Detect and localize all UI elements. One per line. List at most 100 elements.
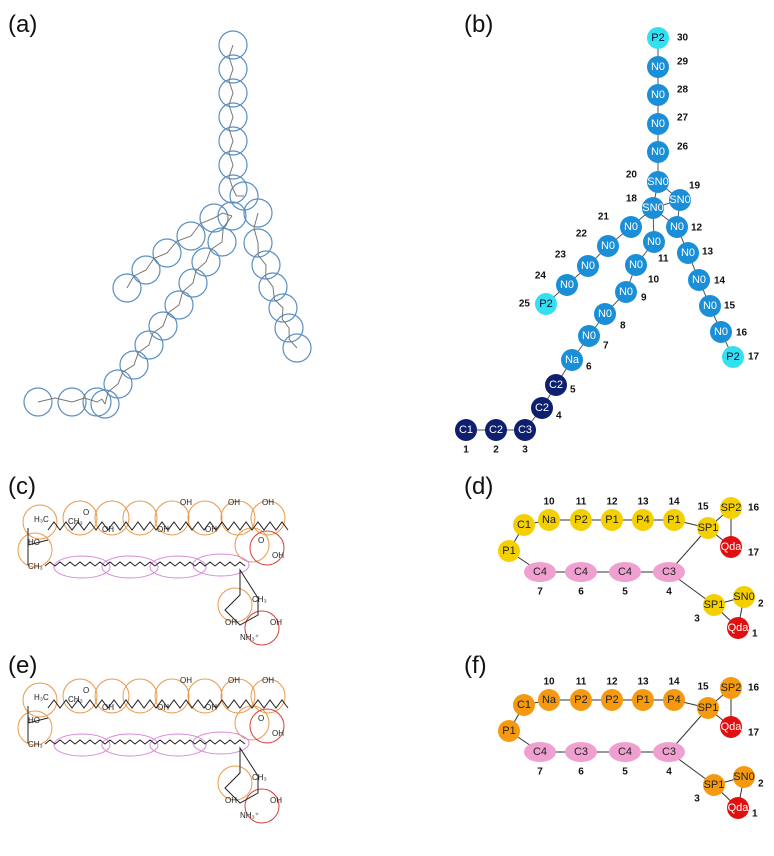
cg-mapping-circle	[207, 227, 237, 257]
bead-index-label: 12	[606, 677, 618, 688]
atom-label: CH₃	[28, 562, 43, 571]
bead-type-label: C3	[662, 566, 676, 578]
bead-type-label: SN0	[647, 176, 668, 188]
bead-type-label: N0	[681, 247, 695, 259]
cg-mapping-circle	[94, 500, 130, 536]
cg-bead	[455, 419, 477, 441]
bead-index-label: 4	[556, 411, 562, 422]
bead-index-label: 3	[694, 614, 700, 625]
bead-type-label: N0	[651, 89, 665, 101]
panel-a-molecule	[23, 30, 312, 419]
bead-type-label: N0	[651, 146, 665, 158]
bead-type-label: C3	[574, 746, 588, 758]
cg-mapping-circle	[218, 174, 248, 204]
cg-bead	[485, 419, 507, 441]
bead-type-label: SP1	[704, 779, 725, 791]
atom-label: OH	[262, 676, 274, 685]
cg-bead	[697, 517, 719, 539]
cg-mapping-circle	[218, 126, 248, 156]
atom-label: OH	[102, 703, 114, 712]
bead-index-label: 1	[752, 629, 758, 640]
atom-label: CH₃	[28, 740, 43, 749]
cg-bead	[565, 742, 597, 762]
molecule-bond	[126, 212, 233, 289]
bead-type-label: P1	[636, 694, 649, 706]
bead-type-label: SN0	[733, 591, 754, 603]
bead-index-label: 4	[666, 767, 672, 778]
cg-bead	[565, 562, 597, 582]
cg-mapping-circle	[217, 765, 253, 801]
bead-type-label: SP2	[721, 502, 742, 514]
bead-type-label: C3	[662, 746, 676, 758]
bead-index-label: 12	[691, 223, 703, 234]
atom-label: OH	[262, 498, 274, 507]
cg-bead	[524, 562, 556, 582]
cg-bead	[570, 689, 592, 711]
bead-index-label: 5	[570, 385, 576, 396]
cg-mapping-circle	[17, 532, 53, 568]
cg-mapping-circle	[112, 273, 142, 303]
cg-bead	[669, 189, 691, 211]
bead-type-label: N0	[703, 300, 717, 312]
atom-label: H₃C	[34, 515, 49, 524]
bead-type-label: SP1	[704, 599, 725, 611]
cg-bead	[632, 509, 654, 531]
cg-bead	[531, 397, 553, 419]
cg-mapping-circle	[22, 504, 58, 540]
cg-mapping-circle	[148, 311, 178, 341]
bead-type-label: Qda	[721, 721, 743, 733]
cg-mapping-circle	[268, 293, 298, 323]
bead-index-label: 11	[658, 254, 669, 265]
bead-type-label: Na	[542, 694, 557, 706]
molecule-bond	[44, 739, 246, 745]
cg-mapping-circle	[134, 330, 164, 360]
bead-index-label: 6	[578, 587, 584, 598]
bead-index-label: 16	[748, 683, 760, 694]
bead-index-label: 5	[622, 767, 628, 778]
cg-bead	[578, 325, 600, 347]
cg-mapping-circle	[218, 30, 248, 60]
bead-index-label: 2	[758, 599, 764, 610]
bead-index-label: 7	[537, 767, 543, 778]
cg-mapping-circle	[243, 228, 273, 258]
bead-index-label: 14	[668, 677, 680, 688]
cg-bead	[570, 509, 592, 531]
bead-type-label: N0	[714, 326, 728, 338]
cg-bead	[594, 303, 616, 325]
bead-type-label: N0	[598, 308, 612, 320]
cg-bead	[538, 509, 560, 531]
cg-bead	[498, 540, 520, 562]
bead-type-label: C4	[533, 566, 547, 578]
atom-label: H₃C	[34, 693, 49, 702]
bead-index-label: 15	[724, 301, 736, 312]
cg-bead	[697, 697, 719, 719]
bead-index-label: 17	[748, 352, 760, 363]
bead-index-label: 17	[748, 728, 760, 739]
bead-index-label: 27	[677, 113, 689, 124]
panel-label-d: (d)	[464, 473, 493, 500]
atom-label: OH	[270, 796, 282, 805]
cg-mapping-circle	[154, 678, 190, 714]
cg-bead	[663, 509, 685, 531]
cg-mapping-circle	[154, 500, 190, 536]
atom-label: O	[83, 508, 89, 517]
cg-bead	[535, 293, 557, 315]
cg-mapping-circle	[217, 587, 253, 623]
bead-index-label: 7	[537, 587, 543, 598]
bead-index-label: 11	[576, 497, 587, 508]
bead-type-label: C1	[459, 424, 473, 436]
bead-index-label: 15	[697, 502, 709, 513]
bead-type-label: N0	[619, 286, 633, 298]
cg-mapping-circle	[191, 247, 221, 277]
bead-index-label: 21	[598, 212, 610, 223]
bead-type-label: C2	[535, 402, 549, 414]
cg-bead	[625, 254, 647, 276]
cg-bead	[722, 346, 744, 368]
bead-index-label: 13	[702, 247, 714, 258]
atom-label: OH	[225, 796, 237, 805]
cg-mapping-ellipse	[101, 733, 159, 757]
bead-index-label: 19	[689, 181, 701, 192]
bead-index-label: 8	[620, 321, 626, 332]
bead-type-label: N0	[651, 118, 665, 130]
